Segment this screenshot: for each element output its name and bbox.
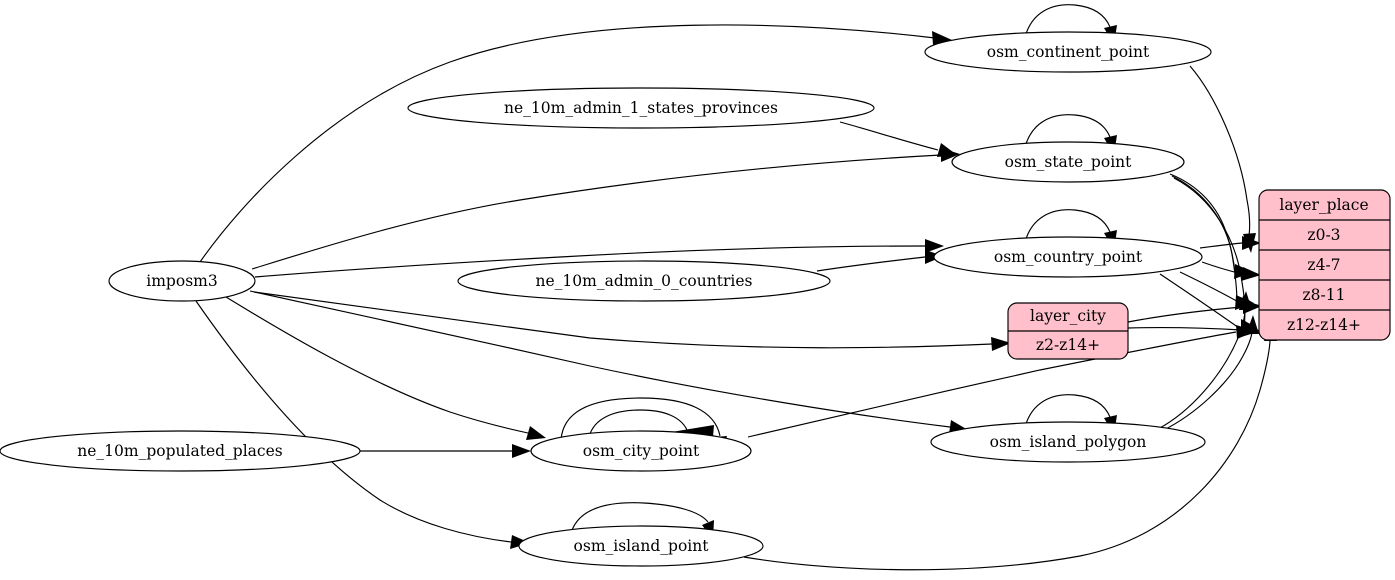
node-label-osm_island_point: osm_island_point	[574, 537, 710, 555]
node-ne_10m_admin_1_states_provinces[interactable]: ne_10m_admin_1_states_provinces	[407, 87, 875, 129]
edge-imposm3-to-osm_city_point	[225, 296, 546, 440]
node-osm_island_point[interactable]: osm_island_point	[518, 525, 764, 567]
edge-osm_country_point-to-layer_place-z4-7	[1201, 261, 1261, 281]
layer_place-row-z0-3[interactable]: z0-3	[1307, 226, 1340, 244]
edge-osm_country_point-to-layer_place-z0-3	[1199, 236, 1261, 250]
layer_place-row-z4-7[interactable]: z4-7	[1307, 256, 1340, 274]
node-ne_10m_admin_0_countries[interactable]: ne_10m_admin_0_countries	[457, 260, 831, 302]
edge-imposm3-to-osm_island_polygon	[249, 290, 968, 434]
layer_city-row-z2-z14[interactable]: z2-z14+	[1036, 336, 1100, 354]
node-label-imposm3: imposm3	[146, 272, 217, 290]
edge-imposm3-to-layer_city	[253, 291, 1011, 351]
node-osm_island_polygon[interactable]: osm_island_polygon	[930, 421, 1206, 463]
edge-osm_island_polygon-to-layer_place-z8-11	[1157, 291, 1252, 430]
node-osm_continent_point[interactable]: osm_continent_point	[924, 31, 1212, 73]
node-layer: imposm3 ne_10m_admin_1_states_provinces …	[0, 31, 1212, 567]
edge-ne_countries-to-osm_country_point	[816, 250, 944, 272]
edge-imposm3-to-osm_continent_point	[199, 24, 952, 263]
node-osm_state_point[interactable]: osm_state_point	[951, 141, 1185, 183]
node-label-osm_city_point: osm_city_point	[583, 442, 700, 460]
node-osm_city_point[interactable]: osm_city_point	[530, 430, 752, 472]
node-label-ne_places: ne_10m_populated_places	[77, 442, 282, 460]
edge-imposm3-to-osm_country_point	[254, 239, 944, 278]
edge-osm_city_point-to-layer_place-z12-z14	[747, 325, 1256, 438]
node-label-ne_countries: ne_10m_admin_0_countries	[536, 272, 753, 290]
node-label-osm_country_point: osm_country_point	[994, 248, 1143, 266]
node-label-osm_state_point: osm_state_point	[1005, 153, 1133, 171]
node-osm_country_point[interactable]: osm_country_point	[933, 236, 1203, 278]
node-label-osm_continent_point: osm_continent_point	[987, 43, 1150, 61]
record-node-layer_place[interactable]: layer_place z0-3 z4-7 z8-11 z12-z14+	[1258, 189, 1391, 341]
edge-ne_places-to-osm_city_point	[360, 444, 531, 458]
node-imposm3[interactable]: imposm3	[108, 260, 256, 302]
layer_place-row-z12-z14[interactable]: z12-z14+	[1287, 316, 1361, 334]
node-label-ne_states: ne_10m_admin_1_states_provinces	[504, 99, 778, 117]
node-label-osm_island_polygon: osm_island_polygon	[990, 433, 1147, 451]
edge-ne_states-to-osm_state_point	[839, 121, 957, 157]
edge-imposm3-to-osm_island_point	[195, 300, 530, 549]
layer_city-title: layer_city	[1030, 307, 1106, 325]
record-node-layer_city[interactable]: layer_city z2-z14+	[1007, 302, 1129, 360]
layer_place-row-z8-11[interactable]: z8-11	[1303, 286, 1346, 304]
edge-imposm3-to-osm_state_point	[251, 148, 960, 270]
node-ne_10m_populated_places[interactable]: ne_10m_populated_places	[0, 430, 361, 472]
layer_place-title: layer_place	[1279, 196, 1368, 214]
